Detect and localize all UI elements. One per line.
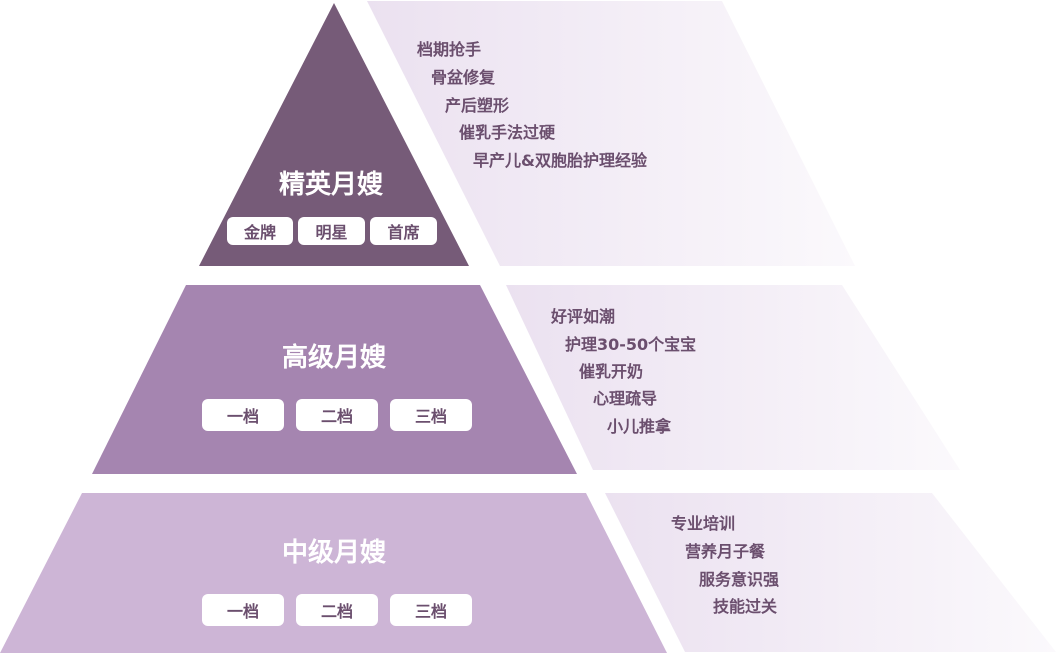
senior-tier-shape — [92, 285, 577, 474]
feature-item: 催乳手法过硬 — [459, 123, 556, 142]
badge-gold[interactable]: 金牌 — [227, 217, 293, 245]
senior-tier-title: 高级月嫂 — [281, 343, 387, 373]
badge-chief[interactable]: 首席 — [370, 217, 437, 245]
badge-level-2[interactable]: 二档 — [296, 594, 378, 626]
middle-tier-shape — [0, 493, 667, 653]
badge-level-2[interactable]: 二档 — [296, 399, 378, 431]
badge-level-1[interactable]: 一档 — [202, 594, 284, 626]
feature-item: 骨盆修复 — [431, 68, 496, 87]
elite-tier-title: 精英月嫂 — [278, 170, 384, 200]
feature-item: 护理30-50个宝宝 — [565, 335, 697, 354]
middle-feature-panel — [605, 493, 1056, 652]
senior-feature-panel — [506, 285, 960, 470]
feature-item: 营养月子餐 — [685, 542, 766, 561]
feature-item: 产后塑形 — [445, 96, 510, 115]
badge-level-3[interactable]: 三档 — [390, 594, 472, 626]
feature-item: 催乳开奶 — [579, 362, 644, 381]
badge-level-1[interactable]: 一档 — [202, 399, 284, 431]
middle-tier-title: 中级月嫂 — [281, 538, 387, 568]
badge-level-3[interactable]: 三档 — [390, 399, 472, 431]
feature-item: 心理疏导 — [593, 389, 658, 408]
feature-item: 服务意识强 — [699, 570, 780, 589]
elite-feature-panel — [367, 1, 855, 266]
elite-tier-shape — [199, 3, 469, 266]
feature-item: 小儿推拿 — [607, 417, 672, 436]
feature-item: 好评如潮 — [551, 307, 616, 326]
badge-star[interactable]: 明星 — [298, 217, 365, 245]
feature-item: 档期抢手 — [417, 40, 482, 59]
feature-item: 早产儿&双胞胎护理经验 — [473, 151, 647, 170]
feature-item: 技能过关 — [713, 597, 778, 616]
feature-item: 专业培训 — [671, 514, 736, 533]
